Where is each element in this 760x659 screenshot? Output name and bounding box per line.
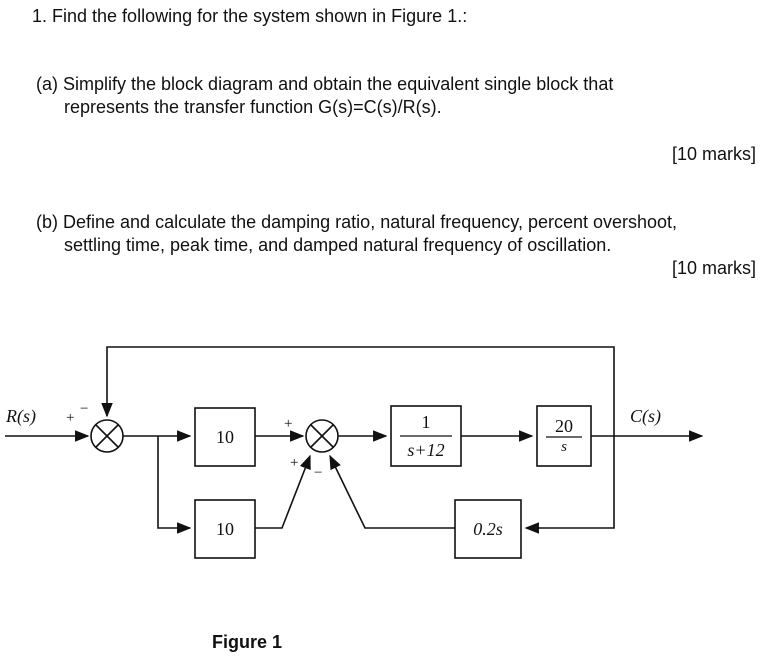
block-gain-bottom	[194, 499, 256, 559]
part-b-line-2: settling time, peak time, and damped nat…	[64, 235, 612, 255]
block-first-order-denominator: s+12	[407, 440, 445, 460]
part-b-marks: [10 marks]	[671, 258, 756, 278]
block-integrator-denominator: s	[561, 439, 567, 455]
part-a-line-2: represents the transfer function G(s)=C(…	[64, 97, 442, 117]
block-integrator-numerator: 20	[555, 416, 573, 436]
sum1-minus-sign: −	[80, 401, 89, 417]
block-gain-bottom-label: 10	[216, 519, 234, 539]
summing-junction-2	[305, 419, 339, 453]
question-heading: 1. Find the following for the system sho…	[32, 6, 468, 26]
block-first-order-numerator: 1	[421, 412, 431, 432]
derivative-feedback-path	[329, 454, 455, 529]
part-a-line-1: (a) Simplify the block diagram and obtai…	[36, 74, 614, 94]
block-gain-top	[194, 407, 256, 467]
block-feedback	[454, 499, 522, 559]
sum1-plus-sign: +	[66, 410, 75, 426]
block-gain-top-label: 10	[216, 427, 234, 447]
figure-caption: Figure 1	[212, 632, 283, 652]
input-label: R(s)	[6, 406, 36, 426]
part-b-line-1: (b) Define and calculate the damping rat…	[36, 212, 678, 232]
output-label: C(s)	[630, 406, 661, 426]
sum2-plus-top-sign: +	[284, 416, 293, 432]
unity-feedback-path	[101, 346, 615, 436]
block-feedback-label: 0.2s	[473, 519, 503, 539]
sum2-plus-left-sign: +	[290, 455, 299, 471]
sum2-minus-sign: −	[314, 465, 323, 481]
part-a-marks: [10 marks]	[671, 144, 756, 164]
summing-junction-1	[90, 419, 124, 453]
